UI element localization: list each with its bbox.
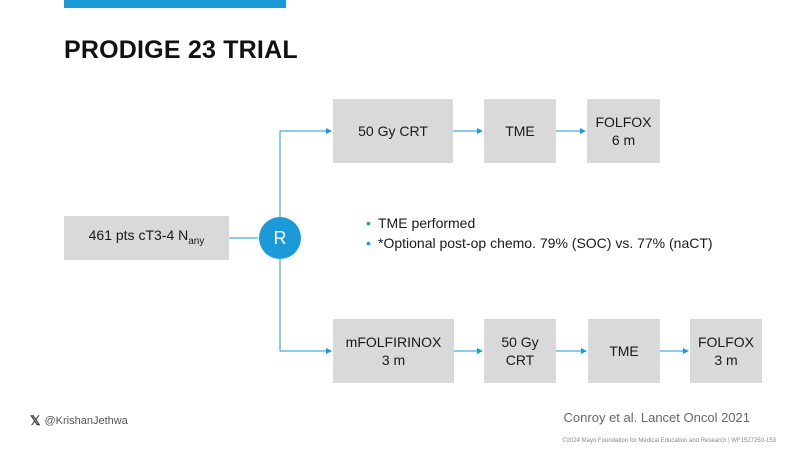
start-box-subscript: any <box>188 235 205 247</box>
handle-text: @KrishanJethwa <box>44 415 128 427</box>
top-box-tme: TME <box>484 99 556 163</box>
bottom-box-folfox: FOLFOX 3 m <box>690 319 762 383</box>
social-handle[interactable]: 𝕏 @KrishanJethwa <box>30 413 128 429</box>
x-logo-icon: 𝕏 <box>30 413 41 428</box>
bottom-box-mfolfirinox: mFOLFIRINOX 3 m <box>333 319 454 383</box>
copyright-line: ©2024 Mayo Foundation for Medical Educat… <box>562 438 776 444</box>
note-item: TME performed <box>366 213 713 233</box>
notes-list: TME performed *Optional post-op chemo. 7… <box>366 213 713 253</box>
top-box-crt: 50 Gy CRT <box>333 99 453 163</box>
accent-bar <box>64 0 286 8</box>
bottom-box-tme: TME <box>588 319 660 383</box>
note-item: *Optional post-op chemo. 79% (SOC) vs. 7… <box>366 233 713 253</box>
bottom-box-crt: 50 Gy CRT <box>484 319 556 383</box>
citation: Conroy et al. Lancet Oncol 2021 <box>563 410 750 425</box>
randomization-circle: R <box>259 217 301 259</box>
top-box-folfox: FOLFOX 6 m <box>587 99 660 163</box>
slide-title: PRODIGE 23 TRIAL <box>64 36 298 64</box>
start-box-label: 461 pts cT3-4 N <box>88 226 189 243</box>
start-box: 461 pts cT3-4 Nany <box>64 216 229 260</box>
